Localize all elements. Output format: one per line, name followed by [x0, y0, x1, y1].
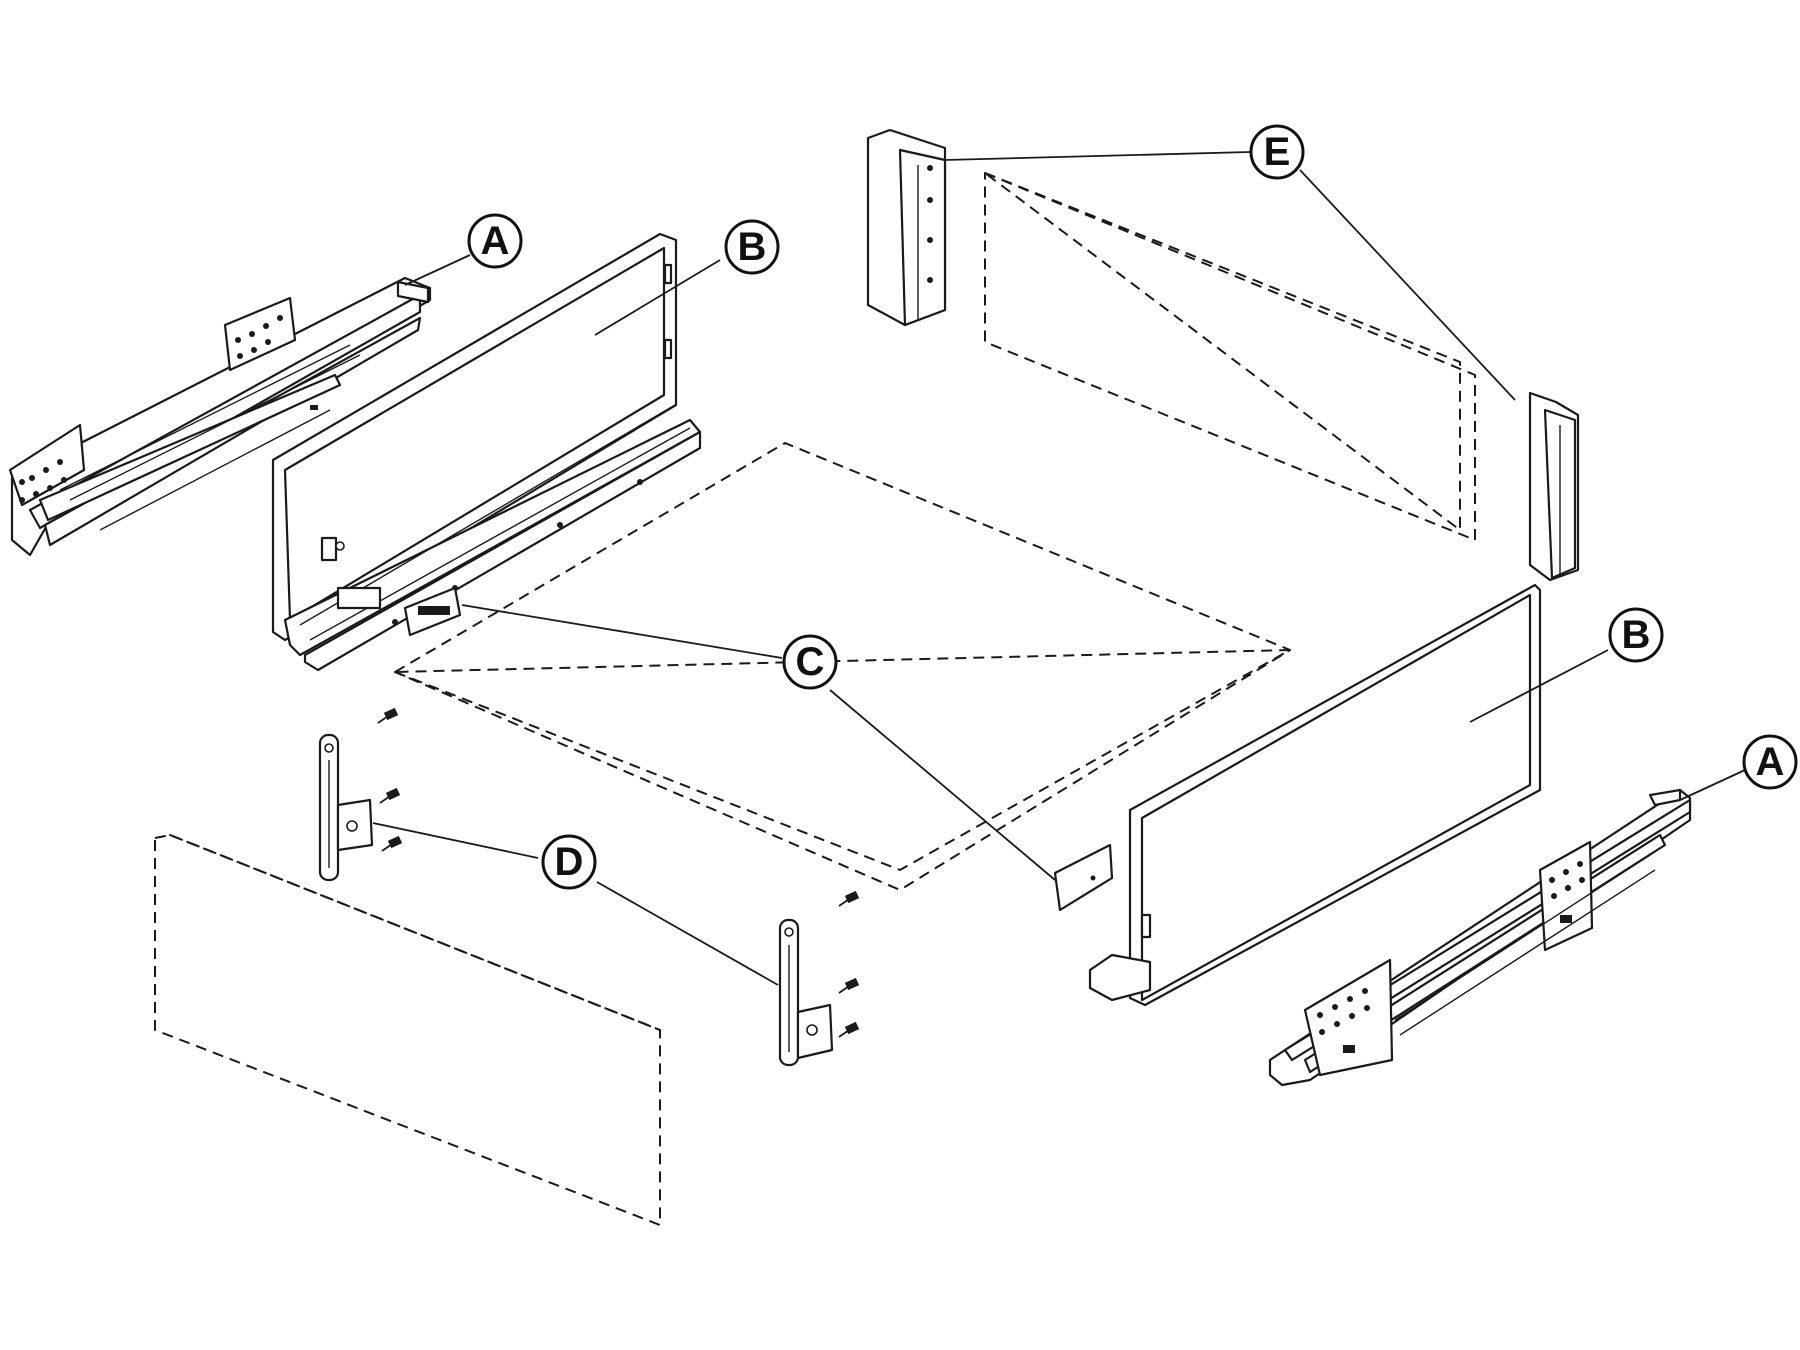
callout-a-left: A: [467, 213, 523, 269]
leader-b-left: [594, 259, 721, 336]
front-panel-dashed: [154, 834, 661, 1226]
screw: [379, 787, 401, 804]
back-panel-dashed: [984, 172, 1476, 541]
left-side-panel-b: [271, 232, 702, 672]
callout-label: A: [1756, 740, 1785, 784]
screws: [377, 707, 860, 1038]
rear-bracket-right-e: [1528, 391, 1580, 582]
callout-c: C: [782, 634, 838, 690]
callout-a-right: A: [1742, 734, 1798, 790]
callout-label: E: [1264, 130, 1291, 174]
callout-e: E: [1249, 124, 1305, 180]
leader-c-right: [829, 689, 1056, 881]
right-side-panel-b: [1088, 583, 1542, 1007]
callout-label: D: [555, 840, 584, 884]
rear-bracket-left-e: [866, 128, 947, 327]
right-runner-a: [1268, 788, 1692, 1087]
screw: [381, 835, 403, 852]
clip-c-left: [403, 586, 462, 637]
leader-a-right: [1679, 769, 1746, 801]
front-bracket-d-right: [778, 918, 834, 1067]
callout-d: D: [541, 834, 597, 890]
callout-label: A: [481, 219, 510, 263]
front-bracket-d-left: [318, 733, 374, 882]
callout-b-right: B: [1608, 607, 1664, 663]
screw: [377, 707, 399, 724]
bottom-panel-dashed: [394, 442, 1291, 891]
leader-c-left: [461, 604, 783, 659]
callout-b-left: B: [724, 219, 780, 275]
clip-c-right: [1053, 843, 1114, 912]
leader-lines: [372, 151, 1746, 986]
leader-e-right: [1299, 169, 1516, 401]
screw: [838, 890, 860, 907]
leader-d-right: [596, 881, 779, 986]
callout-label: C: [796, 640, 825, 684]
callout-label: B: [738, 225, 767, 269]
screw: [838, 1021, 860, 1038]
left-runner-a: [8, 276, 432, 557]
leader-d-left: [372, 822, 539, 859]
leader-a-left: [404, 254, 471, 286]
leader-e-left: [944, 151, 1251, 161]
callout-label: B: [1622, 613, 1651, 657]
screw: [838, 977, 860, 994]
leader-b-right: [1469, 649, 1609, 723]
